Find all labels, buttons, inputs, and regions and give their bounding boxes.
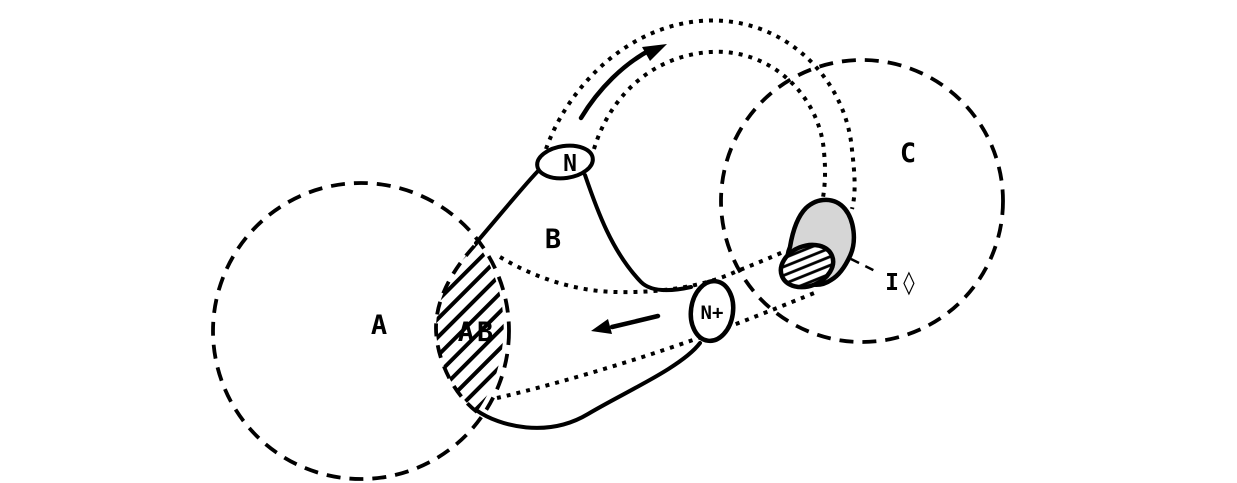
boundary-n-plus-label: N+ (701, 302, 724, 324)
direction-arrow-up-right (578, 44, 667, 121)
surface-b-right-edge (583, 173, 693, 293)
dotted-tube-inner-edge (592, 49, 828, 204)
region-ab-hatch (436, 243, 504, 412)
arrow-up-right-shaft (578, 47, 653, 121)
surface-b-bottom-edge (474, 341, 702, 430)
surface-b-left-edge (474, 168, 541, 245)
arrow-left-shaft (609, 313, 661, 330)
region-ab-left-arc (434, 241, 479, 414)
io-leader-line (850, 257, 880, 275)
region-b-label: B (545, 224, 561, 255)
region-ab-label: AB (458, 317, 497, 348)
arrow-up-right-head (642, 44, 667, 61)
region-a-label: A (371, 310, 387, 341)
circle-c-boundary (719, 58, 1005, 344)
arrow-left-head (591, 319, 612, 334)
direction-arrow-left (591, 313, 661, 334)
io-tube-end-cap (778, 242, 836, 290)
circle-a-boundary (211, 181, 511, 481)
boundary-n-label: N (563, 151, 577, 177)
boundary-n-ellipse (535, 143, 595, 181)
region-c-label: C (900, 138, 916, 169)
io-label: I◊ (885, 270, 919, 296)
boundary-n-plus-ellipse (688, 278, 736, 344)
